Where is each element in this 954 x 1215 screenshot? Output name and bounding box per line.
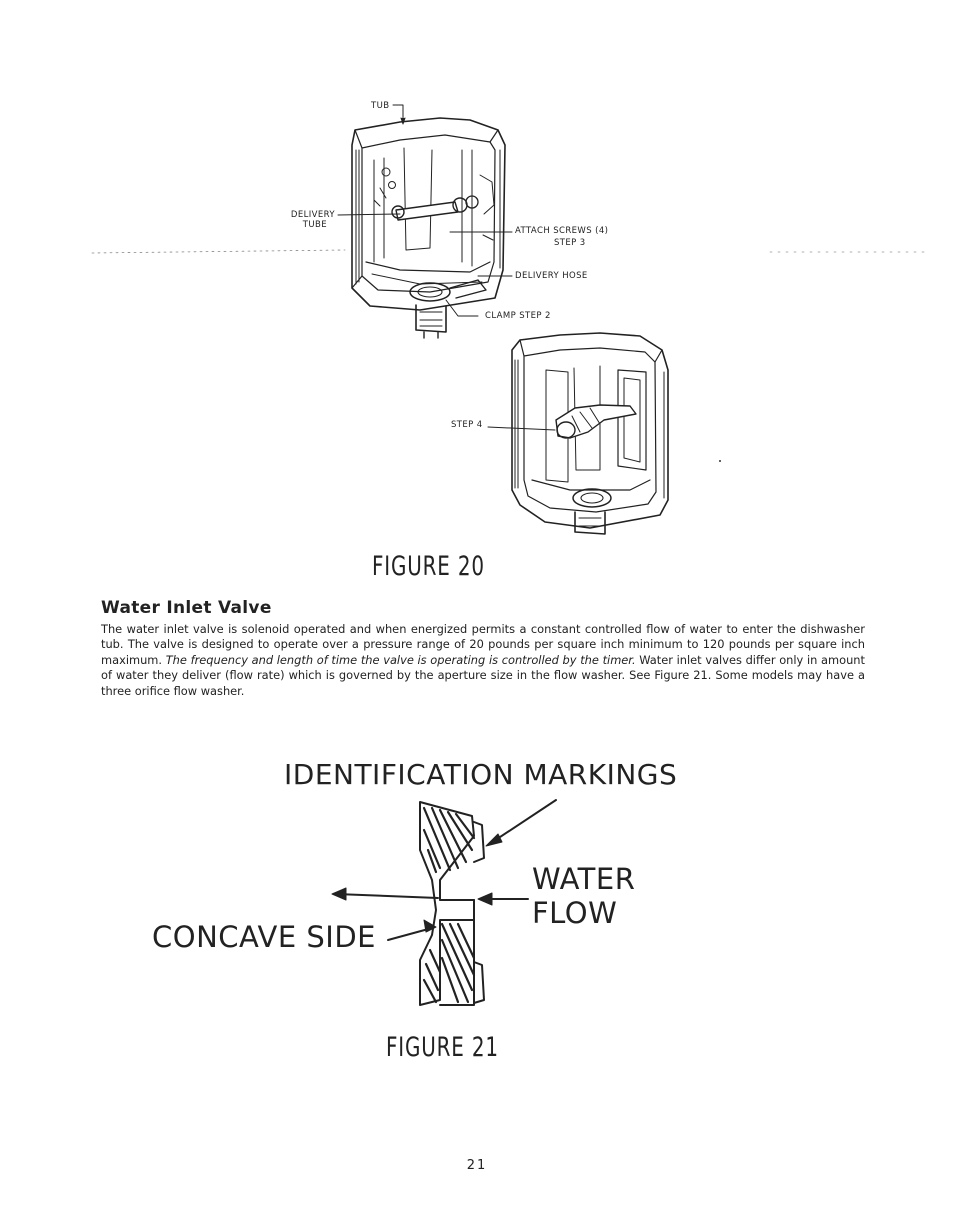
label-delivery-tube-line1: DELIVERY — [290, 210, 335, 220]
figure-20-illustration — [91, 104, 931, 535]
washer-hatching — [422, 806, 476, 1004]
label-identification-markings: IDENTIFICATION MARKINGS — [284, 758, 678, 791]
label-clamp-step-2: CLAMP STEP 2 — [485, 311, 551, 321]
body-paragraph-start: The water inlet valve is solenoid operat… — [101, 622, 865, 667]
washer-outline — [419, 801, 475, 1006]
label-delivery-tube: DELIVERY TUBE — [285, 210, 335, 230]
label-attach-screws: ATTACH SCREWS (4) — [515, 226, 609, 236]
label-flow: FLOW — [532, 896, 618, 930]
body-paragraph: The water inlet valve is solenoid operat… — [101, 622, 865, 699]
upper-tub-drawing — [351, 117, 506, 339]
label-tub: TUB — [371, 101, 390, 111]
arrow-concave-side — [387, 927, 433, 941]
body-paragraph-end: Water inlet valves differ only in amount… — [101, 652, 865, 698]
label-step-4: STEP 4 — [451, 420, 483, 430]
arrow-left — [335, 893, 439, 899]
label-delivery-tube-line2: TUBE — [302, 220, 327, 230]
figure-21-caption: FIGURE 21 — [386, 1032, 499, 1063]
body-paragraph-italic: The frequency and length of time the val… — [165, 652, 636, 667]
section-heading: Water Inlet Valve — [101, 598, 272, 618]
scan-line — [91, 249, 346, 254]
label-concave-side: CONCAVE SIDE — [152, 920, 376, 954]
label-delivery-hose: DELIVERY HOSE — [515, 271, 588, 281]
figure-20-leader-lines — [337, 104, 556, 431]
lower-tub-drawing — [511, 332, 669, 535]
label-water: WATER — [532, 862, 636, 896]
figure-20-caption: FIGURE 20 — [372, 551, 485, 582]
page-number: 21 — [466, 1158, 488, 1173]
label-step-3: STEP 3 — [554, 238, 586, 248]
